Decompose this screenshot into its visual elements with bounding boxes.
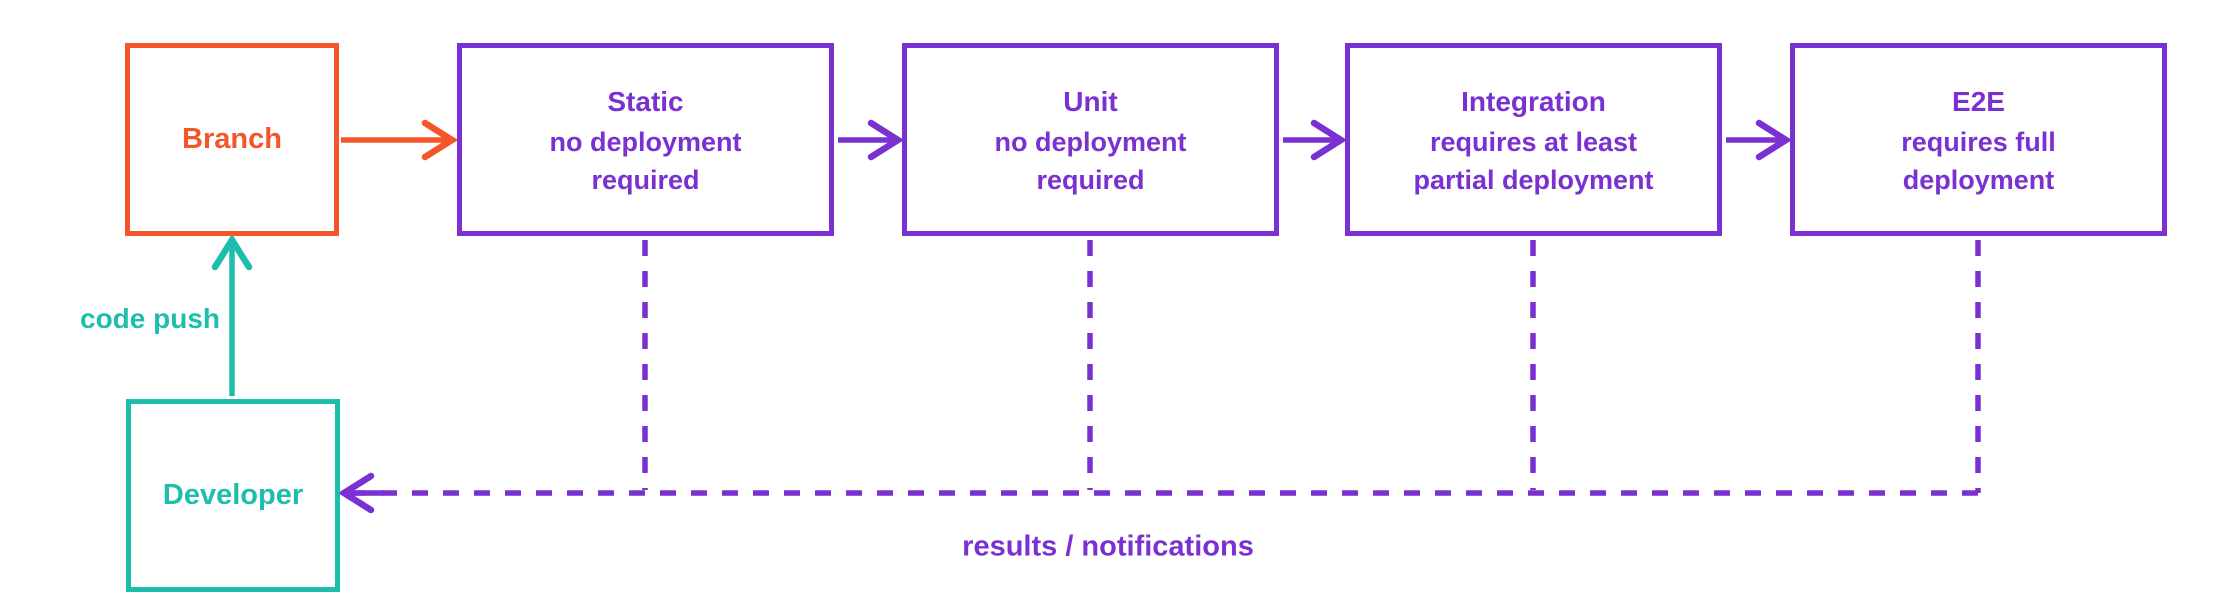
stage-title: Static xyxy=(607,86,684,117)
stage-desc-line: requires at least xyxy=(1429,127,1638,157)
stage-desc-line: partial deployment xyxy=(1413,165,1654,195)
stage-title: Unit xyxy=(1063,86,1118,117)
arrowhead-up-icon xyxy=(211,233,253,271)
edge-label-results-notifications: results / notifications xyxy=(962,530,1254,563)
stage-desc-line: required xyxy=(1036,165,1145,195)
stage-title: E2E xyxy=(1952,86,2005,117)
arrow-integration-to-e2e xyxy=(1726,119,1793,161)
arrowhead-right-icon xyxy=(867,119,905,161)
arrowhead-left-icon xyxy=(337,472,375,514)
node-stage-integration: Integration requires at least partial de… xyxy=(1345,43,1722,236)
node-stage-e2e: E2E requires full deployment xyxy=(1790,43,2167,236)
stage-desc-line: required xyxy=(591,165,700,195)
node-developer-label: Developer xyxy=(162,479,304,511)
stage-desc-line: no deployment xyxy=(994,127,1187,157)
arrow-static-to-unit xyxy=(838,119,905,161)
node-branch: Branch xyxy=(125,43,339,236)
node-stage-unit: Unit no deployment required xyxy=(902,43,1279,236)
stage-desc-line: requires full xyxy=(1901,127,2056,157)
node-developer: Developer xyxy=(126,399,340,592)
arrow-branch-to-static xyxy=(341,119,459,161)
feedback-dashed-lines xyxy=(337,240,1981,514)
node-stage-static: Static no deployment required xyxy=(457,43,834,236)
arrow-unit-to-integration xyxy=(1283,119,1348,161)
stage-title: Integration xyxy=(1461,86,1606,117)
stage-desc-line: no deployment xyxy=(549,127,742,157)
stage-desc-line: deployment xyxy=(1902,165,2055,195)
edge-label-code-push: code push xyxy=(79,303,221,334)
arrowhead-right-icon xyxy=(1755,119,1793,161)
arrowhead-right-icon xyxy=(1310,119,1348,161)
node-branch-label: Branch xyxy=(182,123,282,155)
arrowhead-right-icon xyxy=(421,119,459,161)
arrow-developer-to-branch xyxy=(211,233,253,396)
